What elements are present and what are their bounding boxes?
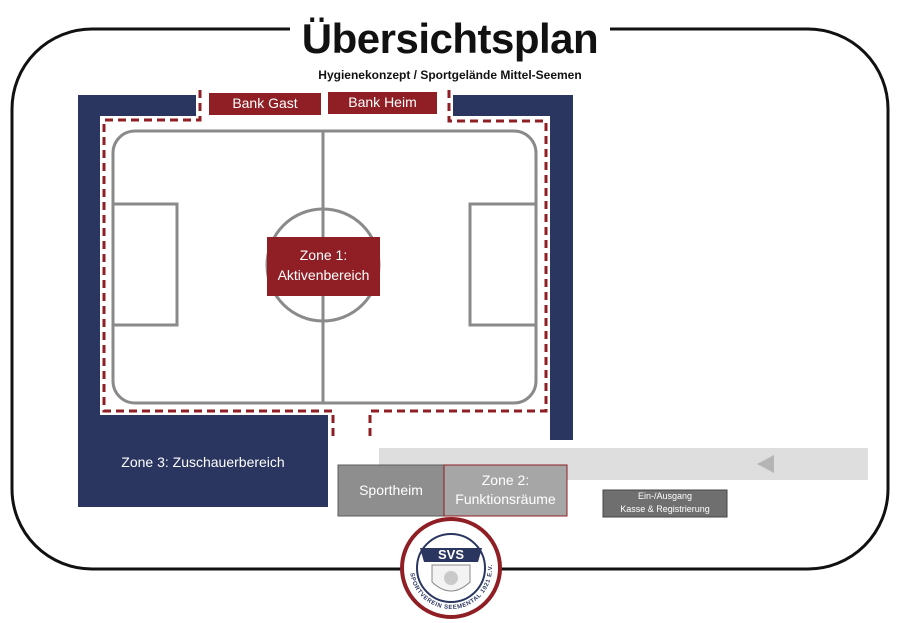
logo-initials: SVS xyxy=(437,547,464,562)
zone1-label-line2: Aktivenbereich xyxy=(277,267,370,283)
page-title: Übersichtsplan xyxy=(290,8,610,70)
zone1-boundary-left xyxy=(102,90,335,437)
bench-guest-label: Bank Gast xyxy=(232,95,298,111)
zone2-label-line1: Zone 2: xyxy=(481,472,530,488)
entrance-box xyxy=(602,489,728,518)
bench-home-label: Bank Heim xyxy=(348,94,417,110)
entrance-label-line1: Ein-/Ausgang xyxy=(637,491,693,501)
navy-border-right xyxy=(453,95,573,440)
zone2-label-line2: Funktionsräume xyxy=(455,491,556,507)
zone1-label-line1: Zone 1: xyxy=(299,247,348,263)
zone1-boundary xyxy=(102,90,548,437)
penalty-area-right xyxy=(468,202,538,327)
club-logo xyxy=(400,517,502,619)
zone1-box xyxy=(267,237,380,296)
logo-ribbon xyxy=(420,548,482,562)
navy-border xyxy=(78,95,328,507)
zone3-label: Zone 3: Zuschauerbereich xyxy=(121,454,285,470)
logo-ring-text-svg: SPORTVEREIN SEEMENTAL 1921 E.V. xyxy=(408,564,494,611)
logo-emblem-icon xyxy=(444,571,458,585)
penalty-area-left xyxy=(111,202,179,327)
zone2-building xyxy=(443,464,568,517)
logo-ring-textpath: SPORTVEREIN SEEMENTAL 1921 E.V. xyxy=(408,564,493,611)
logo-ring-text: SPORTVEREIN SEEMENTAL 1921 E.V. xyxy=(408,564,494,611)
sportheim-building xyxy=(337,464,445,517)
sportheim-label: Sportheim xyxy=(359,482,423,498)
zone1-boundary-right xyxy=(368,90,548,437)
entrance-label-line2: Kasse & Registrierung xyxy=(620,504,710,514)
bench-home xyxy=(328,92,437,114)
page-subtitle: Hygienekonzept / Sportgelände Mittel-See… xyxy=(318,68,582,82)
bench-guest xyxy=(209,93,321,115)
arrow-left-icon xyxy=(757,455,774,473)
